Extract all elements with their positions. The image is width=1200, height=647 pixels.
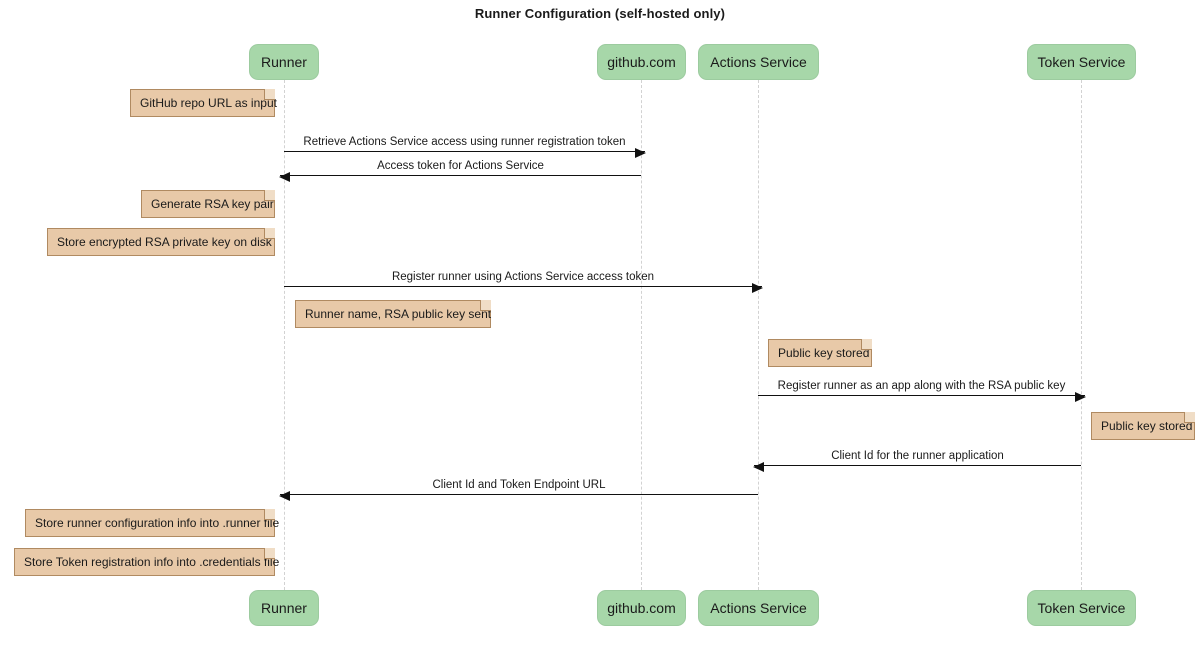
participant-label: Actions Service bbox=[710, 54, 807, 70]
message-label: Retrieve Actions Service access using ru… bbox=[303, 136, 626, 148]
participant-label: Runner bbox=[261, 600, 307, 616]
note-fold-corner-icon bbox=[264, 548, 275, 559]
note-box: Runner name, RSA public key sent bbox=[295, 300, 491, 328]
note-fold-corner-icon bbox=[480, 300, 491, 311]
message-arrow: Retrieve Actions Service access using ru… bbox=[284, 130, 646, 158]
message-arrow: Register runner as an app along with the… bbox=[758, 374, 1086, 402]
message-arrow: Client Id and Token Endpoint URL bbox=[279, 473, 758, 501]
arrow-head-icon bbox=[279, 171, 290, 182]
participant-github-bottom[interactable]: github.com bbox=[597, 590, 686, 626]
note-box: Store encrypted RSA private key on disk bbox=[47, 228, 275, 256]
message-arrow: Access token for Actions Service bbox=[279, 154, 641, 182]
page-title: Runner Configuration (self-hosted only) bbox=[474, 6, 726, 21]
lifeline-github bbox=[641, 80, 642, 590]
participant-label: Token Service bbox=[1037, 600, 1126, 616]
arrow-line bbox=[758, 395, 1085, 396]
note-fold-corner-icon bbox=[1184, 412, 1195, 423]
participant-label: Runner bbox=[261, 54, 307, 70]
arrow-line bbox=[280, 494, 758, 495]
message-arrow: Client Id for the runner application bbox=[753, 444, 1081, 472]
participant-label: Actions Service bbox=[710, 600, 807, 616]
note-box: Generate RSA key pair bbox=[141, 190, 275, 218]
message-label: Client Id and Token Endpoint URL bbox=[432, 479, 606, 491]
note-text: Store runner configuration info into .ru… bbox=[35, 516, 280, 530]
participant-actions-top[interactable]: Actions Service bbox=[698, 44, 819, 80]
note-fold-corner-icon bbox=[861, 339, 872, 350]
note-text: Store encrypted RSA private key on disk bbox=[57, 235, 272, 249]
arrow-head-icon bbox=[635, 147, 646, 158]
note-text: Store Token registration info into .cred… bbox=[24, 555, 280, 569]
note-box: Public key stored bbox=[768, 339, 872, 367]
note-box: Store runner configuration info into .ru… bbox=[25, 509, 279, 537]
arrow-head-icon bbox=[753, 461, 764, 472]
note-fold-corner-icon bbox=[264, 509, 275, 520]
participant-label: Token Service bbox=[1037, 54, 1126, 70]
note-text: Public key stored bbox=[1101, 419, 1193, 433]
participant-label: github.com bbox=[607, 54, 676, 70]
note-text: GitHub repo URL as input bbox=[140, 96, 277, 110]
note-text: Runner name, RSA public key sent bbox=[305, 307, 492, 321]
participant-actions-bottom[interactable]: Actions Service bbox=[698, 590, 819, 626]
arrow-line bbox=[284, 151, 645, 152]
note-box: Public key stored bbox=[1091, 412, 1195, 440]
note-box: Store Token registration info into .cred… bbox=[14, 548, 279, 576]
lifeline-runner bbox=[284, 80, 285, 590]
message-label: Client Id for the runner application bbox=[831, 450, 1004, 462]
note-text: Generate RSA key pair bbox=[151, 197, 274, 211]
message-label: Register runner using Actions Service ac… bbox=[391, 271, 655, 283]
message-arrow: Register runner using Actions Service ac… bbox=[284, 265, 763, 293]
note-box: GitHub repo URL as input bbox=[130, 89, 277, 117]
arrow-line bbox=[754, 465, 1081, 466]
participant-runner-bottom[interactable]: Runner bbox=[249, 590, 319, 626]
arrow-line bbox=[280, 175, 641, 176]
note-text: Public key stored bbox=[778, 346, 870, 360]
participant-token-bottom[interactable]: Token Service bbox=[1027, 590, 1136, 626]
note-fold-corner-icon bbox=[264, 190, 275, 201]
participant-token-top[interactable]: Token Service bbox=[1027, 44, 1136, 80]
participant-label: github.com bbox=[607, 600, 676, 616]
message-label: Register runner as an app along with the… bbox=[777, 380, 1066, 392]
arrow-head-icon bbox=[1075, 391, 1086, 402]
arrow-head-icon bbox=[279, 490, 290, 501]
note-fold-corner-icon bbox=[264, 228, 275, 239]
note-fold-corner-icon bbox=[264, 89, 275, 100]
lifeline-token bbox=[1081, 80, 1082, 590]
arrow-line bbox=[284, 286, 762, 287]
lifeline-actions bbox=[758, 80, 759, 590]
participant-runner-top[interactable]: Runner bbox=[249, 44, 319, 80]
arrow-head-icon bbox=[752, 282, 763, 293]
message-label: Access token for Actions Service bbox=[377, 160, 544, 172]
participant-github-top[interactable]: github.com bbox=[597, 44, 686, 80]
